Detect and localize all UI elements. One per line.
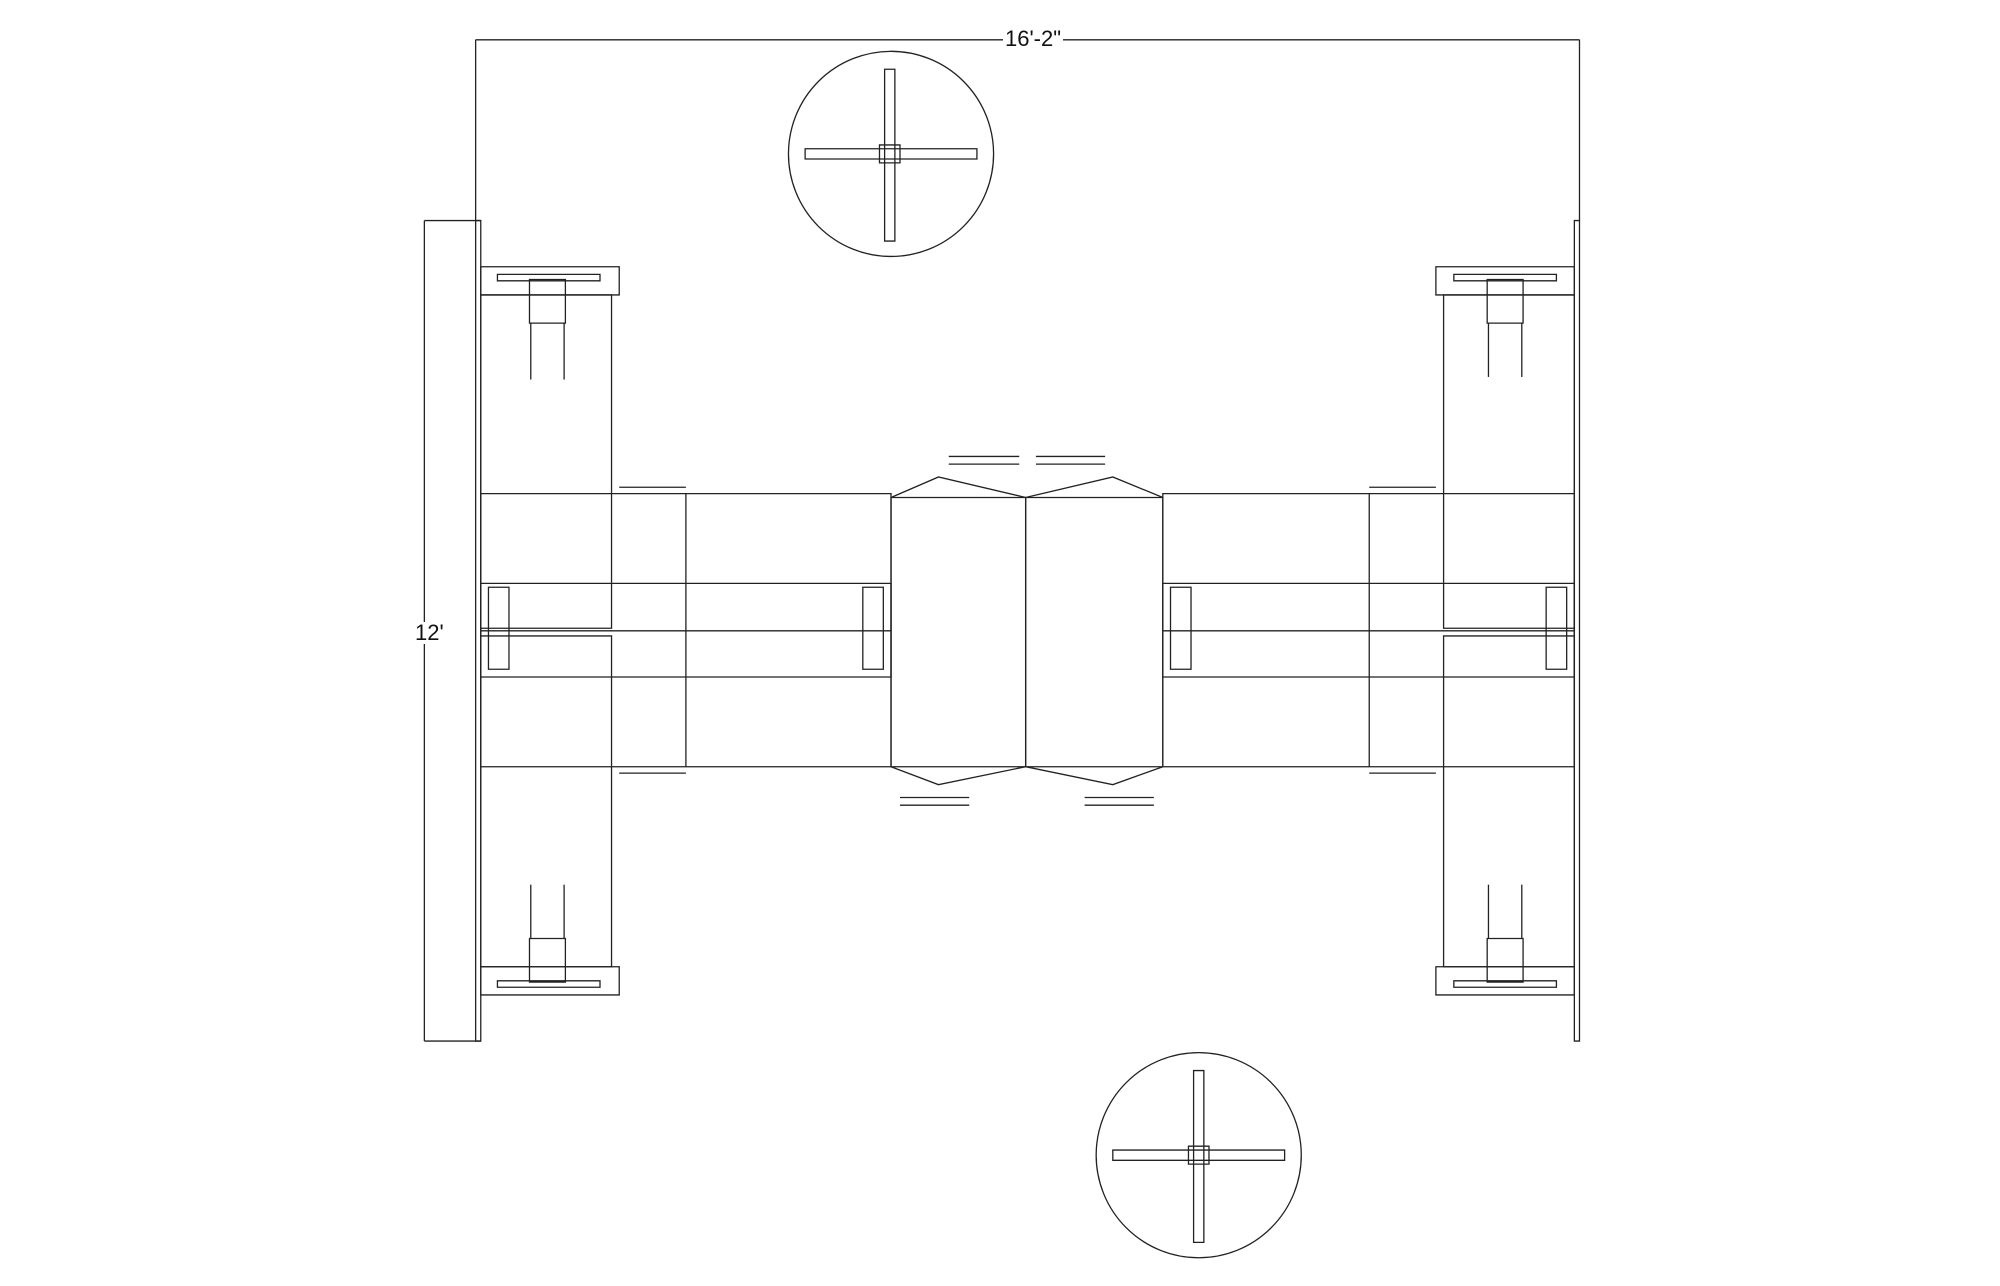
task-chairs (497, 274, 1556, 987)
right-workstations (1163, 267, 1575, 995)
left-workstations (481, 267, 891, 995)
lounge-chair-top (788, 51, 993, 256)
width-dimension-label: 16'-2" (1003, 26, 1064, 51)
depth-dimension-label: 12' (413, 620, 446, 645)
center-tables (891, 456, 1163, 805)
right-panel (1574, 221, 1579, 1042)
width-dimension-line (476, 40, 1580, 221)
left-panel (476, 221, 481, 1042)
lounge-chair-bottom (1096, 1053, 1301, 1258)
